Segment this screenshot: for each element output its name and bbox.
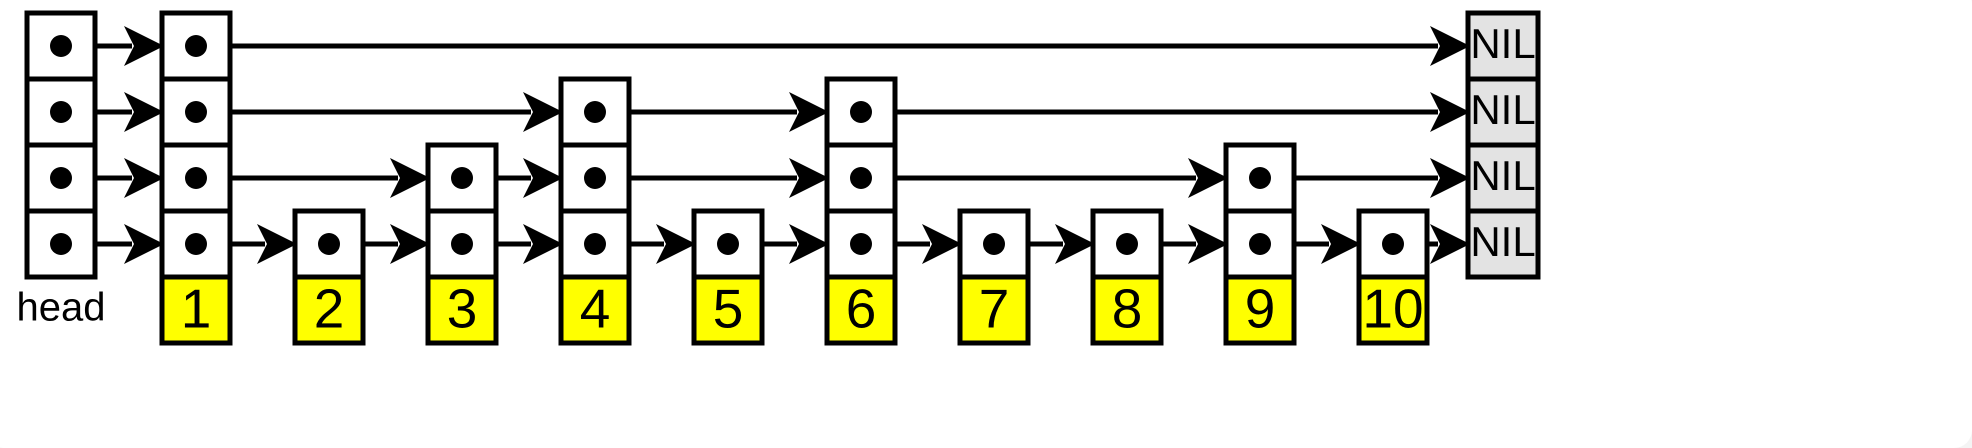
skiplist-node-6: [824, 76, 898, 346]
pointer-dot: [584, 167, 606, 189]
arrowhead-icon: [523, 92, 563, 132]
node-value-label: 10: [1362, 278, 1423, 340]
arrowhead-icon: [1430, 224, 1470, 264]
skiplist-node-10: [1356, 208, 1430, 346]
arrowhead-icon: [1321, 224, 1361, 264]
nil-cell: [1465, 76, 1541, 148]
arrowhead-icon: [124, 158, 164, 198]
node-value-box: [1356, 274, 1430, 346]
arrowhead-icon: [1430, 158, 1470, 198]
pointer-level-3: [861, 92, 1470, 132]
pointer-cell: [824, 142, 898, 214]
pointer-cell: [159, 10, 233, 82]
arrowhead-icon: [1055, 224, 1095, 264]
pointer-dot: [185, 233, 207, 255]
node-value-label: 8: [1112, 278, 1143, 340]
pointer-dot: [584, 101, 606, 123]
pointer-dot: [983, 233, 1005, 255]
pointer-dot-layer: [50, 35, 1404, 255]
arrowhead-icon: [1188, 158, 1228, 198]
pointer-dot: [185, 101, 207, 123]
nil-label: NIL: [1470, 218, 1535, 265]
pointer-dot: [717, 233, 739, 255]
skiplist-node-1: [159, 10, 233, 346]
node-value-label: 3: [447, 278, 478, 340]
nil-label: NIL: [1470, 152, 1535, 199]
pointer-dot: [318, 233, 340, 255]
skiplist-node-9: [1223, 142, 1297, 346]
arrowhead-icon: [257, 224, 297, 264]
pointer-cell: [558, 142, 632, 214]
pointer-cell: [558, 76, 632, 148]
node-value-label: 9: [1245, 278, 1276, 340]
node-value-box: [691, 274, 765, 346]
arrowhead-icon: [1430, 26, 1470, 66]
pointer-dot: [50, 35, 72, 57]
arrowhead-icon: [1430, 92, 1470, 132]
pointer-dot: [185, 167, 207, 189]
pointer-dot: [50, 233, 72, 255]
pointer-cell: [425, 208, 499, 280]
pointer-dot: [850, 233, 872, 255]
node-value-label: 7: [979, 278, 1010, 340]
node-layer: [24, 10, 1541, 346]
node-value-box: [292, 274, 366, 346]
pointer-cell: [1223, 142, 1297, 214]
pointer-dot: [50, 167, 72, 189]
pointer-dot: [451, 167, 473, 189]
nil-terminator: [1465, 10, 1541, 280]
nil-label: NIL: [1470, 86, 1535, 133]
pointer-dot: [1249, 233, 1271, 255]
nil-label: NIL: [1470, 20, 1535, 67]
arrowhead-icon: [789, 158, 829, 198]
node-value-box: [558, 274, 632, 346]
pointer-dot: [850, 101, 872, 123]
arrowhead-icon: [656, 224, 696, 264]
pointer-dot: [584, 233, 606, 255]
node-value-label: 5: [713, 278, 744, 340]
pointer-level-2: [861, 158, 1228, 198]
node-value-label: 1: [181, 278, 212, 340]
arrowhead-icon: [789, 224, 829, 264]
node-value-box: [425, 274, 499, 346]
head-label: head: [17, 286, 106, 330]
nil-cell: [1465, 208, 1541, 280]
skiplist-node-2: [292, 208, 366, 346]
node-value-box: [159, 274, 233, 346]
node-value-label: 2: [314, 278, 345, 340]
pointer-dot: [185, 35, 207, 57]
arrowhead-icon: [523, 158, 563, 198]
arrowhead-icon: [124, 224, 164, 264]
pointer-dot: [1116, 233, 1138, 255]
arrowhead-icon: [390, 158, 430, 198]
pointer-dot: [50, 101, 72, 123]
pointer-dot: [1249, 167, 1271, 189]
node-value-box: [1090, 274, 1164, 346]
node-value-box: [824, 274, 898, 346]
pointer-level-4: [196, 26, 1470, 66]
pointer-level-3: [196, 92, 563, 132]
arrowhead-icon: [1188, 224, 1228, 264]
node-value-box: [957, 274, 1031, 346]
label-layer: head 1 2 3 4 5 6 7 8 9 10 NIL NIL NIL NIL: [17, 20, 1536, 339]
pointer-dot: [850, 167, 872, 189]
node-value-box: [1223, 274, 1297, 346]
arrowhead-icon: [922, 224, 962, 264]
node-value-label: 6: [846, 278, 877, 340]
arrowhead-icon: [124, 26, 164, 66]
arrowhead-icon: [523, 224, 563, 264]
skiplist-node-4: [558, 76, 632, 346]
arrowhead-icon: [789, 92, 829, 132]
pointer-dot: [451, 233, 473, 255]
nil-cell: [1465, 10, 1541, 82]
arrowhead-icon: [390, 224, 430, 264]
pointer-dot: [1382, 233, 1404, 255]
node-value-label: 4: [580, 278, 611, 340]
arrowhead-icon: [124, 92, 164, 132]
